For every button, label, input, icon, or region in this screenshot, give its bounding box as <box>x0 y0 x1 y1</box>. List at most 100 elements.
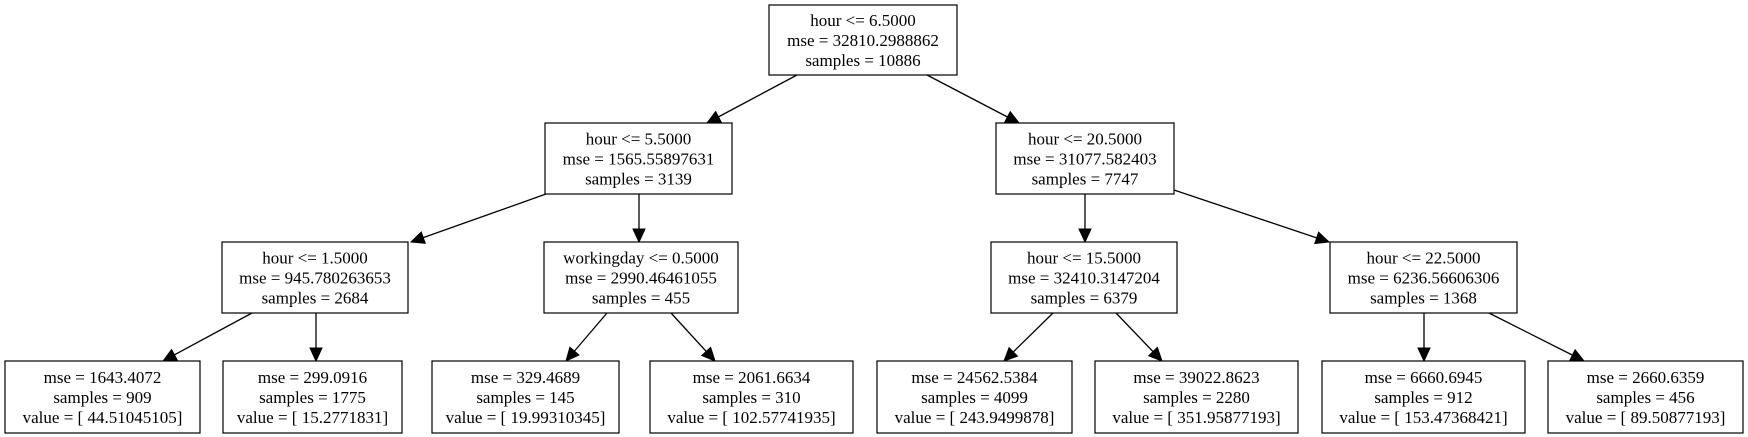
node-line-1: mse = 329.4689 <box>471 368 580 387</box>
edge-n4-n9 <box>565 312 608 362</box>
node-line-1: hour <= 15.5000 <box>1027 249 1141 268</box>
node-line-1: hour <= 22.5000 <box>1366 249 1480 268</box>
arrowhead-icon <box>565 346 580 362</box>
edge-n2-n6 <box>1173 189 1331 245</box>
edge-line <box>718 74 798 118</box>
arrowhead-icon <box>1003 346 1019 362</box>
node-line-2: samples = 909 <box>53 388 151 407</box>
node-line-2: mse = 945.780263653 <box>239 269 391 288</box>
node-line-3: samples = 10886 <box>805 51 920 70</box>
node-line-1: mse = 24562.5384 <box>911 368 1038 387</box>
node-line-2: samples = 4099 <box>921 388 1028 407</box>
arrowhead-icon <box>700 346 716 362</box>
arrowhead-icon <box>309 347 323 363</box>
edge-n5-n11 <box>1003 312 1054 362</box>
node-line-3: samples = 2684 <box>262 289 369 308</box>
node-line-1: hour <= 5.5000 <box>586 130 692 149</box>
node-box <box>1321 360 1526 434</box>
node-line-3: value = [ 19.99310345] <box>446 408 606 427</box>
node-line-2: samples = 456 <box>1596 388 1694 407</box>
node-line-2: samples = 1775 <box>259 388 366 407</box>
node-box <box>543 241 739 314</box>
node-line-2: samples = 310 <box>702 388 800 407</box>
arrowhead-icon <box>1003 110 1021 124</box>
node-box <box>649 360 854 434</box>
node-box <box>876 360 1073 434</box>
arrowhead-icon <box>1314 231 1331 245</box>
arrowhead-icon <box>1078 228 1092 244</box>
edge-n3-n7 <box>161 312 253 362</box>
edge-line <box>1115 312 1154 353</box>
edge-n5-n12 <box>1115 312 1163 362</box>
edge-line <box>174 312 253 356</box>
node-line-2: mse = 32410.3147204 <box>1008 269 1160 288</box>
edge-line <box>670 312 707 352</box>
node-line-3: samples = 6379 <box>1031 289 1138 308</box>
node-box <box>995 122 1175 195</box>
node-line-3: samples = 7747 <box>1032 170 1139 189</box>
node-line-3: value = [ 89.50877193] <box>1566 408 1726 427</box>
node-box <box>222 360 403 434</box>
edge-n6-n14 <box>1488 312 1586 362</box>
edge-n0-n1 <box>705 74 798 124</box>
node-line-2: mse = 1565.55897631 <box>563 150 715 169</box>
edge-n6-n13 <box>1417 313 1431 363</box>
node-box <box>990 241 1178 314</box>
node-line-1: mse = 2061.6634 <box>693 368 811 387</box>
node-line-2: samples = 912 <box>1374 388 1472 407</box>
edge-line <box>573 312 608 352</box>
node-box <box>544 122 733 195</box>
arrowhead-icon <box>1568 348 1586 362</box>
edge-line <box>1488 312 1573 356</box>
edge-line <box>1012 312 1054 353</box>
tree-edges <box>161 74 1586 363</box>
edge-n0-n2 <box>926 74 1021 124</box>
node-line-2: mse = 32810.2988862 <box>787 31 939 50</box>
node-line-3: value = [ 153.47368421] <box>1339 408 1507 427</box>
node-box <box>768 4 958 76</box>
node-line-2: mse = 2990.46461055 <box>565 269 717 288</box>
node-box <box>221 241 409 314</box>
edge-line <box>1173 189 1317 239</box>
edge-n1-n4 <box>632 194 646 244</box>
node-line-3: samples = 3139 <box>585 170 692 189</box>
node-line-3: value = [ 102.57741935] <box>667 408 835 427</box>
node-line-1: hour <= 20.5000 <box>1028 130 1142 149</box>
arrowhead-icon <box>632 228 646 244</box>
edge-n3-n8 <box>309 313 323 363</box>
node-line-1: mse = 299.0916 <box>258 368 367 387</box>
node-line-2: samples = 145 <box>476 388 574 407</box>
node-line-3: samples = 455 <box>592 289 690 308</box>
node-line-3: value = [ 15.2771831] <box>237 408 388 427</box>
node-line-1: mse = 6660.6945 <box>1365 368 1483 387</box>
node-line-2: samples = 2280 <box>1143 388 1250 407</box>
node-box <box>1547 360 1744 434</box>
arrowhead-icon <box>705 110 723 124</box>
arrowhead-icon <box>409 231 426 244</box>
edge-n2-n5 <box>1078 194 1092 244</box>
node-line-2: mse = 31077.582403 <box>1013 150 1156 169</box>
edge-line <box>926 74 1008 118</box>
node-line-1: mse = 1643.4072 <box>44 368 162 387</box>
arrowhead-icon <box>1417 347 1431 363</box>
node-line-1: hour <= 1.5000 <box>262 249 368 268</box>
node-line-1: hour <= 6.5000 <box>810 11 916 30</box>
node-line-1: mse = 2660.6359 <box>1587 368 1705 387</box>
node-line-1: mse = 39022.8623 <box>1133 368 1259 387</box>
